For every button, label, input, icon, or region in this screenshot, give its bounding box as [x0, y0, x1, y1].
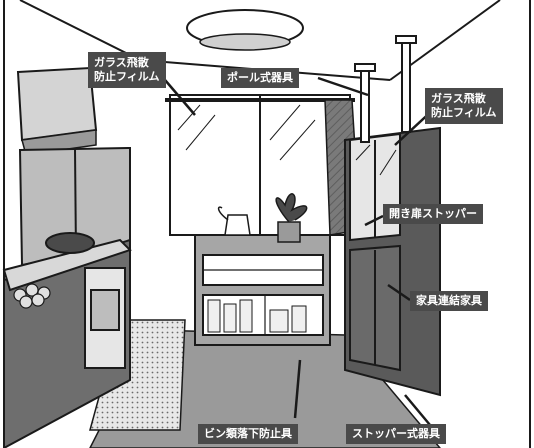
door-stopper-label: 開き扉ストッパー — [383, 204, 483, 224]
film-right-label: ガラス飛散 防止フィルム — [425, 88, 503, 124]
tall-cupboard — [344, 126, 441, 397]
film-left-label-line1: ガラス飛散 — [94, 56, 149, 69]
range-hood — [16, 66, 98, 156]
kettle — [217, 206, 251, 236]
leader-lines — [164, 76, 436, 426]
stopper-device-label: ストッパー式器具 — [346, 424, 446, 444]
fruit-basket — [13, 283, 51, 309]
tension-poles — [354, 35, 417, 143]
film-right-label-line2: 防止フィルム — [431, 106, 497, 119]
ceiling-lamp — [186, 9, 304, 51]
plant — [275, 193, 308, 243]
pole-label: ポール式器具 — [221, 68, 299, 88]
film-right-label-line1: ガラス飛散 — [431, 92, 486, 105]
bottle-drop-label: ビン類落下防止具 — [198, 424, 298, 444]
film-left-label-line2: 防止フィルム — [94, 70, 160, 83]
film-left-label: ガラス飛散 防止フィルム — [88, 52, 166, 88]
furniture-connector-label: 家具連結家具 — [410, 291, 488, 311]
window — [165, 94, 355, 236]
bottles — [207, 299, 307, 333]
